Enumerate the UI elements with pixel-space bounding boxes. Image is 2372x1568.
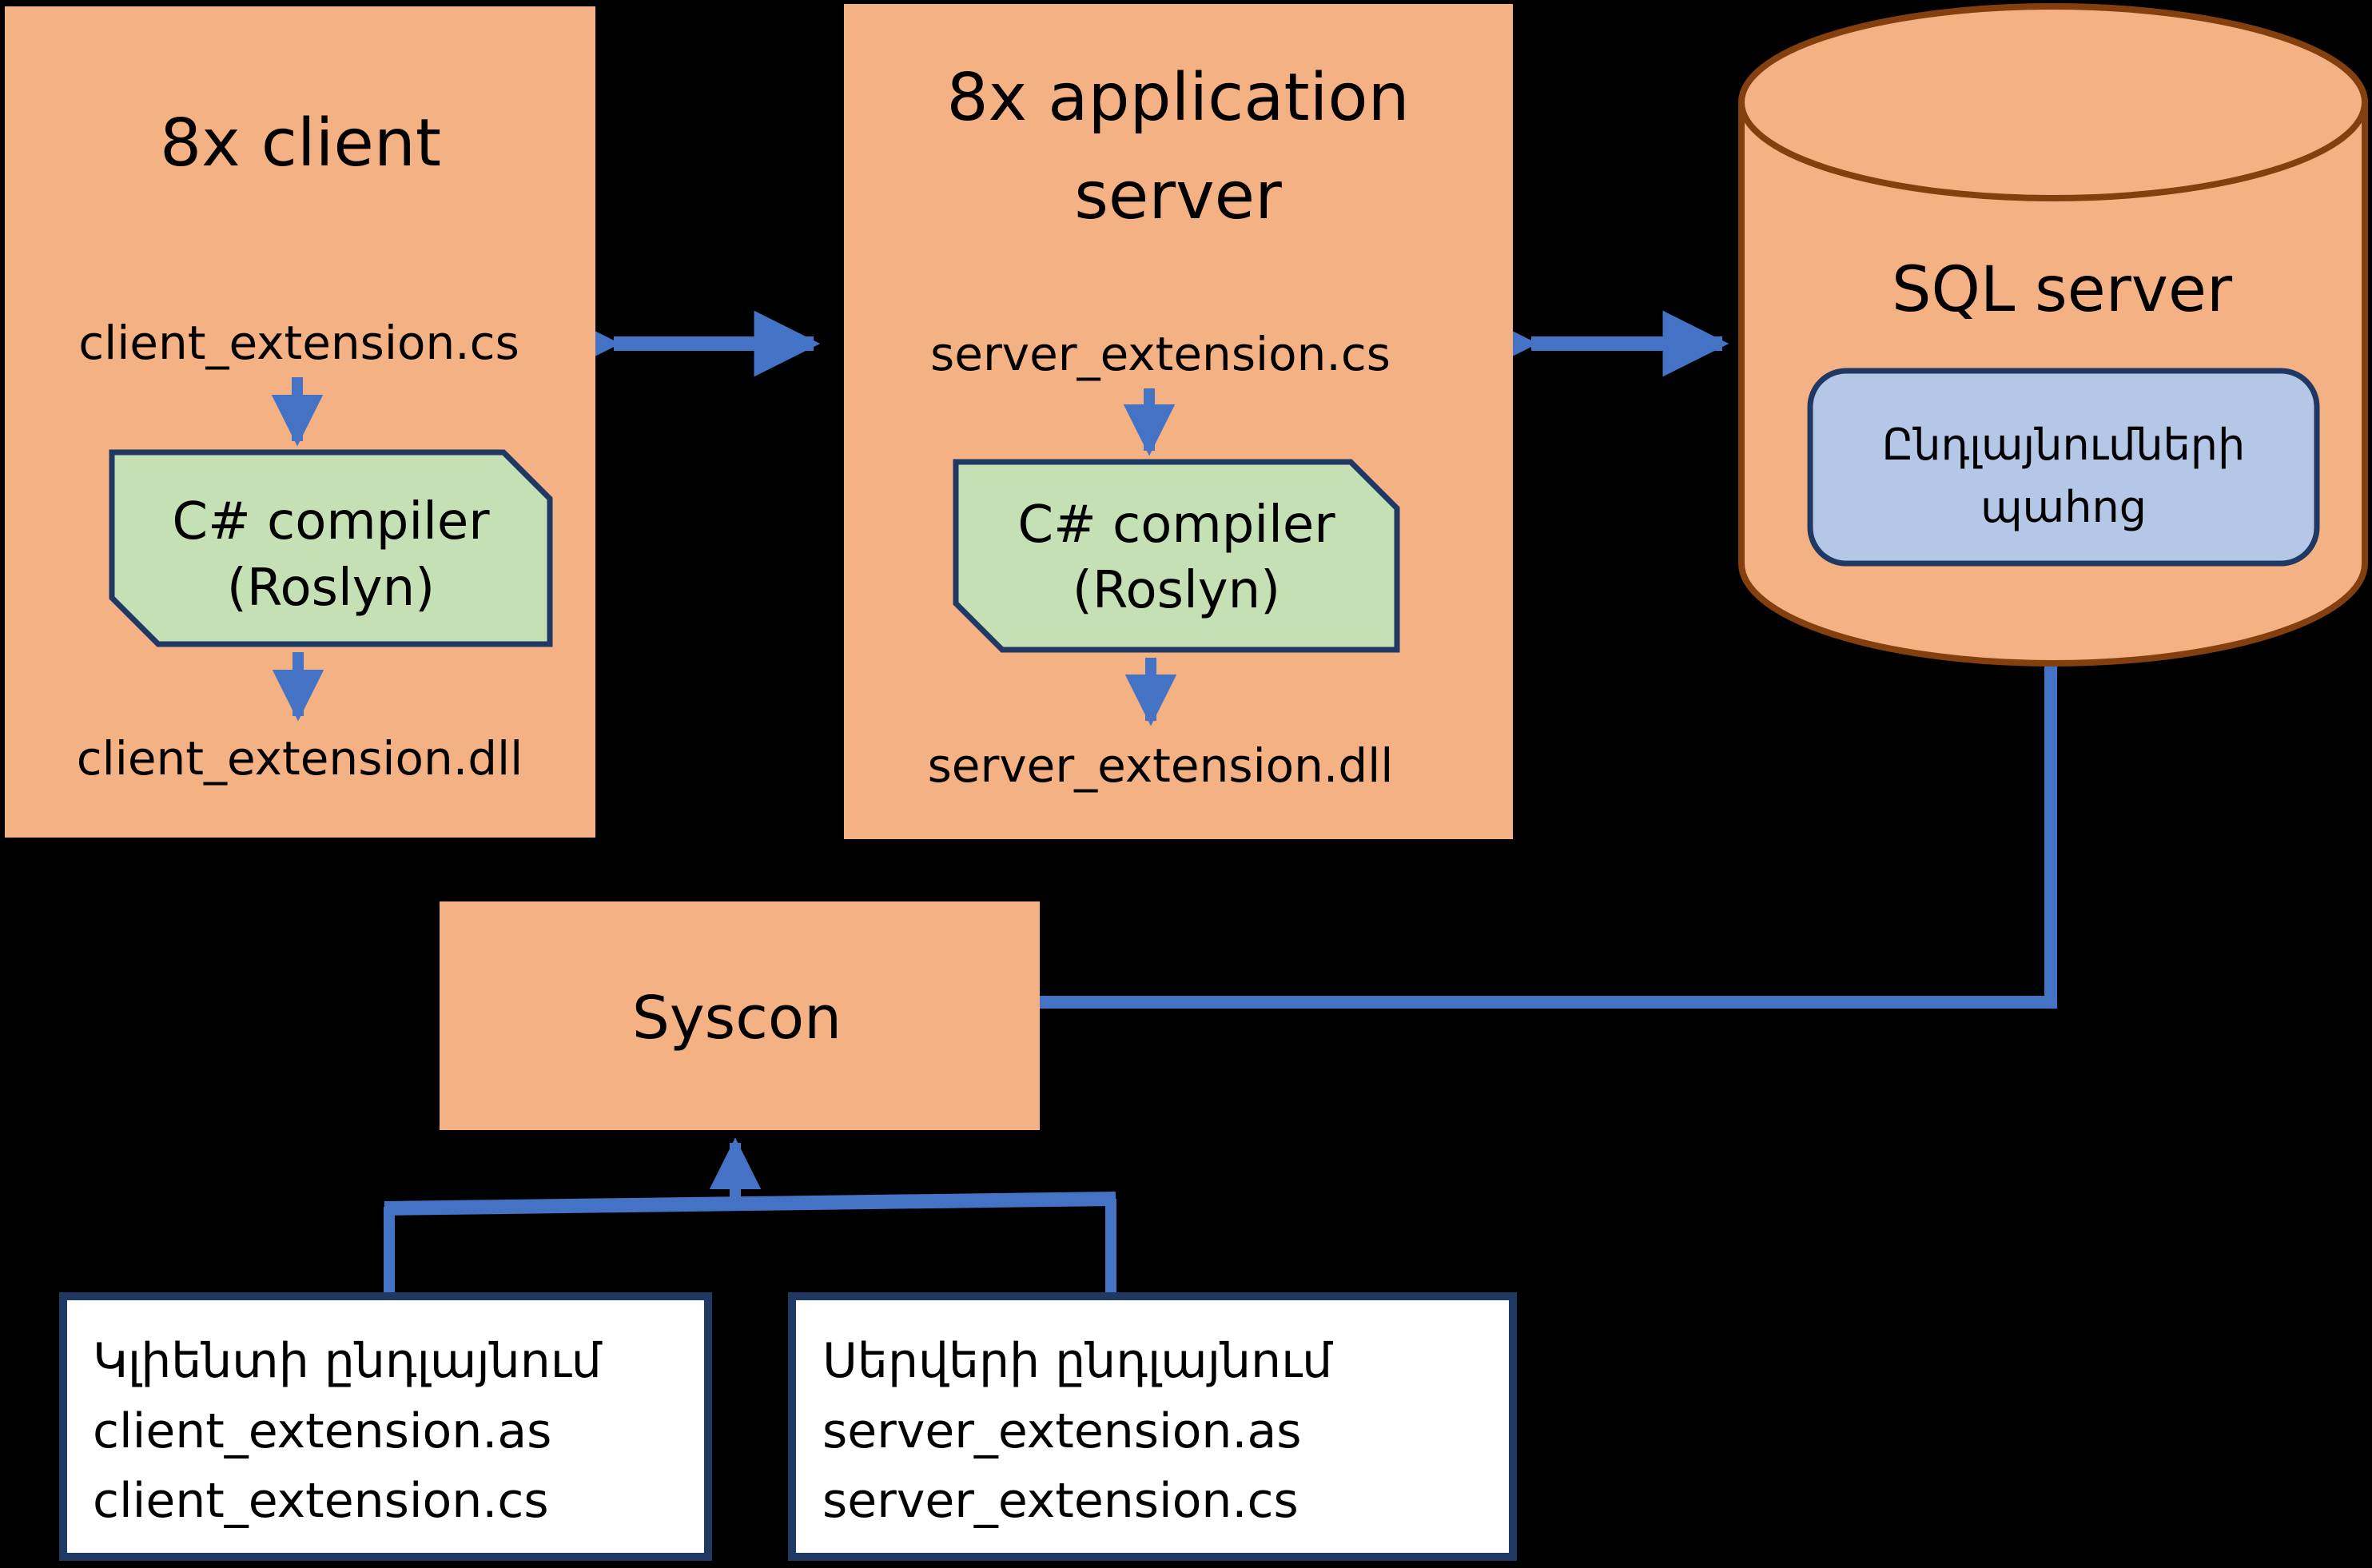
extension-store-line2: պահոց <box>1980 482 2147 532</box>
server-extension-files-node <box>788 1292 1517 1561</box>
app-server-title-line1: 8x application <box>946 60 1409 136</box>
app-server-title-line2: server <box>1074 158 1282 234</box>
extension-store-line1: Ընդլայնումների <box>1882 420 2246 470</box>
server-output-file-label: server_extension.dll <box>928 738 1394 793</box>
client-compiler-node <box>109 449 553 647</box>
server-source-file-label: server_extension.cs <box>930 327 1391 381</box>
client-extension-files-title: Կլիենտի ընդլայնում <box>93 1333 603 1389</box>
sql-server-cylinder-top <box>1738 3 2368 201</box>
client-extension-files-node <box>59 1292 712 1561</box>
client-extension-file2: client_extension.cs <box>93 1473 549 1529</box>
client-compiler-line1: C# compiler <box>172 492 490 551</box>
server-extension-file2: server_extension.cs <box>822 1473 1299 1529</box>
client-output-file-label: client_extension.dll <box>77 731 523 786</box>
server-extension-files-title: Սերվերի ընդլայնում <box>822 1333 1333 1389</box>
client-node-title: 8x client <box>160 105 441 181</box>
server-extension-file1: server_extension.as <box>822 1403 1302 1459</box>
syscon-title: Syscon <box>632 984 842 1053</box>
app-server-node <box>844 4 1513 839</box>
server-compiler-line1: C# compiler <box>1017 495 1335 555</box>
sql-server-title: SQL server <box>1892 254 2233 326</box>
extension-store-node <box>1807 368 2320 567</box>
merge-crossbar-line <box>384 1192 1116 1216</box>
server-compiler-line2: (Roslyn) <box>1073 561 1280 620</box>
client-compiler-line2: (Roslyn) <box>227 559 435 618</box>
syscon-node <box>440 901 1040 1130</box>
server-compiler-node <box>953 459 1400 653</box>
client-extension-file1: client_extension.as <box>93 1403 551 1459</box>
client-source-file-label: client_extension.cs <box>78 316 519 370</box>
syscon-to-sql-connector <box>1040 573 2080 1009</box>
